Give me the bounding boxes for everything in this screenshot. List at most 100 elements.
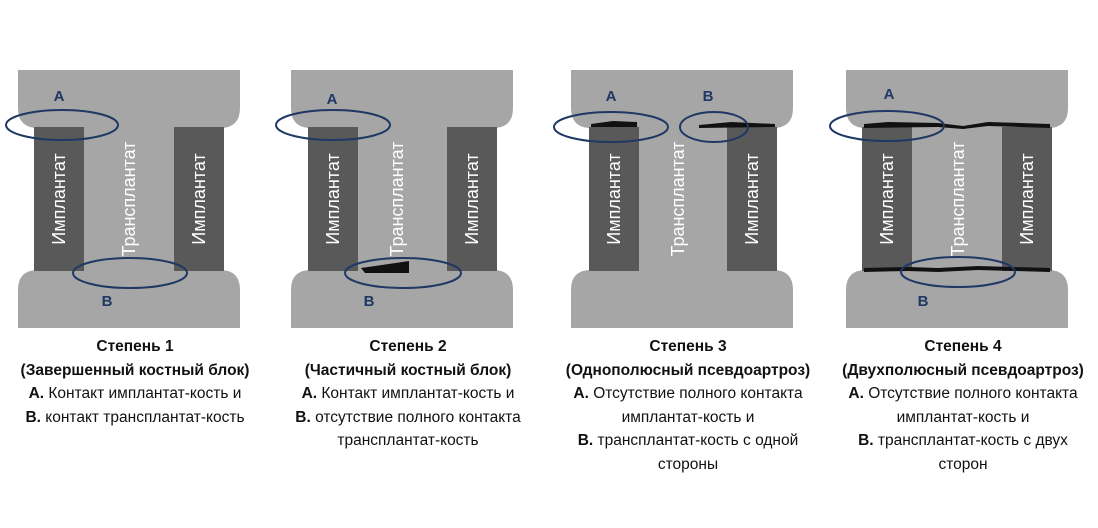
upper-vertebra [291, 70, 513, 128]
caption-line-a2: имплантат-кость и [621, 408, 755, 426]
upper-gap [864, 122, 1050, 129]
marker-a: A [327, 91, 338, 108]
text-b: отсутствие полного контакта [310, 408, 521, 426]
left-implant-label: Имплантат [49, 153, 69, 244]
left-implant [862, 127, 912, 271]
grade-title: Степень 2 [369, 338, 447, 355]
letter-a: A. [301, 385, 318, 402]
graft-gap-top [699, 122, 775, 128]
region-b-ellipse [344, 257, 462, 289]
caption-line-a: A. Контакт имплантат-кость и [0, 382, 270, 406]
text-a: Отсутствие полного контакта [863, 385, 1078, 402]
text-a: Отсутствие полного контакта [588, 385, 803, 402]
grade-subtitle: (Завершенный костный блок) [20, 361, 250, 379]
grade-4-diagram: Имплантат Трансплантат Имплантат A B [829, 70, 1068, 328]
letter-a: A. [573, 385, 589, 402]
graft-label: Трансплантат [387, 141, 407, 256]
lower-gap [864, 266, 1050, 272]
left-implant [34, 127, 84, 271]
right-implant-label: Имплантат [1017, 153, 1037, 244]
grade-3-panel: Имплантат Трансплантат Имплантат A B Сте… [553, 0, 823, 528]
caption-line-a2: имплантат-кость и [896, 408, 1030, 426]
region-b-ellipse [72, 257, 188, 289]
right-implant [1002, 127, 1052, 271]
letter-a: A. [848, 385, 864, 402]
letter-a: A. [28, 385, 45, 402]
caption-line-a: A. Контакт имплантат-кость и [273, 382, 543, 406]
grade-subtitle: (Частичный костный блок) [304, 361, 512, 379]
marker-b: B [703, 88, 714, 105]
lower-vertebra [571, 270, 793, 328]
right-implant [174, 127, 224, 271]
marker-a: A [884, 86, 895, 103]
grade-title: Степень 3 [649, 338, 727, 355]
marker-b: B [102, 293, 113, 310]
graft-block [357, 122, 447, 276]
text-b: трансплантат-кость с двух [873, 432, 1068, 449]
region-a-ellipse [275, 109, 391, 141]
text-a: Контакт имплантат-кость и [317, 385, 515, 402]
lower-vertebra [18, 270, 240, 328]
graft-label: Трансплантат [668, 141, 688, 256]
text-b: трансплантат-кость с одной [593, 432, 799, 449]
grade-3-diagram: Имплантат Трансплантат Имплантат A B [553, 70, 793, 328]
letter-b: B. [577, 432, 594, 449]
marker-a: A [54, 88, 65, 105]
marker-a: A [606, 88, 617, 105]
graft-label: Трансплантат [119, 141, 139, 256]
letter-b: B. [858, 432, 874, 449]
upper-vertebra [18, 70, 240, 128]
grade-title: Степень 4 [924, 338, 1002, 355]
grade-2-caption: Степень 2 (Частичный костный блок) A. Ко… [273, 335, 543, 453]
right-implant-label: Имплантат [189, 153, 209, 244]
region-b-ellipse [900, 256, 1016, 288]
graft-block [912, 122, 1002, 276]
region-a-ellipse [553, 111, 669, 143]
right-implant-label: Имплантат [462, 153, 482, 244]
right-implant [727, 127, 777, 271]
grade-title: Степень 1 [96, 338, 174, 355]
marker-b: B [364, 293, 375, 310]
left-implant [589, 127, 639, 271]
left-implant-label: Имплантат [877, 153, 897, 244]
caption-line-b: B. отсутствие полного контакта [273, 406, 543, 430]
right-implant [447, 127, 497, 271]
caption-line-a: A. Отсутствие полного контакта [828, 382, 1098, 406]
marker-b: B [918, 293, 929, 310]
grade-4-caption: Степень 4 (Двухполюсный псевдоартроз) A.… [828, 335, 1098, 476]
caption-line-c: сторон [938, 455, 988, 473]
graft-label: Трансплантат [948, 141, 968, 256]
upper-vertebra [846, 70, 1068, 128]
text-b: контакт трансплантат-кость [40, 408, 245, 426]
letter-b: B. [295, 408, 311, 426]
region-a-ellipse [5, 109, 119, 141]
caption-line-b: B. контакт трансплантат-кость [0, 406, 270, 430]
region-b-ellipse [679, 111, 749, 143]
grade-1-caption: Степень 1 (Завершенный костный блок) A. … [0, 335, 270, 429]
text-a: Контакт имплантат-кость и [44, 385, 242, 402]
grade-2-diagram: Имплантат Трансплантат Имплантат A B [275, 70, 513, 328]
grade-4-panel: Имплантат Трансплантат Имплантат A B Сте… [828, 0, 1098, 528]
region-a-ellipse [829, 110, 945, 142]
grade-1-diagram: Имплантат Трансплантат Имплантат A B [5, 70, 240, 328]
left-implant-label: Имплантат [323, 153, 343, 244]
letter-b: B. [25, 408, 41, 426]
grade-2-panel: Имплантат Трансплантат Имплантат A B Сте… [273, 0, 543, 528]
grade-3-caption: Степень 3 (Однополюсный псевдоартроз) A.… [553, 335, 823, 476]
graft-block [637, 122, 727, 276]
caption-line-c: стороны [657, 455, 719, 473]
grade-1-panel: Имплантат Трансплантат Имплантат A B Сте… [0, 0, 270, 528]
upper-vertebra [571, 70, 793, 128]
left-implant [308, 127, 358, 271]
grade-subtitle: (Однополюсный псевдоартроз) [565, 361, 811, 379]
implant-gap-left [591, 121, 637, 127]
lower-vertebra [291, 270, 513, 328]
left-implant-label: Имплантат [604, 153, 624, 244]
caption-line-a: A. Отсутствие полного контакта [553, 382, 823, 406]
right-implant-label: Имплантат [742, 153, 762, 244]
grade-subtitle: (Двухполюсный псевдоартроз) [842, 361, 1084, 379]
caption-line-b: B. трансплантат-кость с двух [828, 429, 1098, 453]
caption-line-c: трансплантат-кость [337, 432, 479, 449]
graft-gap [361, 261, 409, 273]
graft-block [84, 122, 174, 276]
